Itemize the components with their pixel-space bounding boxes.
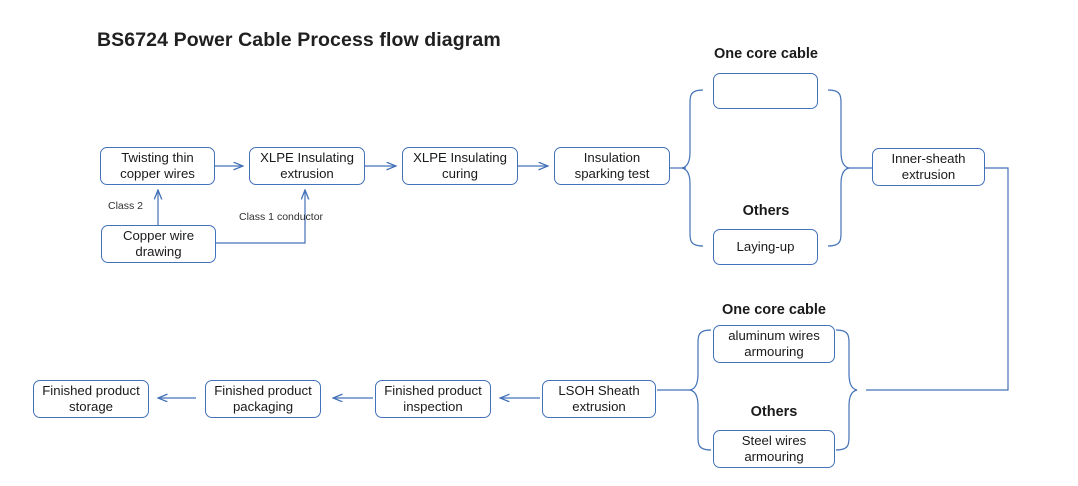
node-aluminum-wires-armouring[interactable]: aluminum wires armouring	[713, 325, 835, 363]
node-label-line2: armouring	[744, 344, 804, 359]
node-label-line2: extrusion	[280, 166, 334, 181]
edge-label-class-2: Class 2	[108, 200, 144, 212]
node-label-line2: inspection	[403, 399, 463, 414]
node-label-line1: Insulation	[583, 150, 641, 165]
node-finished-product-inspection[interactable]: Finished product inspection	[375, 380, 491, 418]
node-label-line1: Finished product	[214, 383, 312, 398]
branch-label-top-one-core-cable: One core cable	[714, 46, 818, 62]
node-label-line1: Finished product	[384, 383, 482, 398]
node-label-line1: aluminum wires	[728, 328, 820, 343]
branch-label-top-others: Others	[742, 203, 790, 219]
node-label-line1: LSOH Sheath	[558, 383, 640, 398]
node-label-line2: extrusion	[901, 167, 956, 182]
node-label-line2: drawing	[135, 244, 182, 259]
node-finished-product-storage[interactable]: Finished product storage	[33, 380, 149, 418]
node-label-line2: sparking test	[574, 166, 650, 181]
node-label-line1: Inner-sheath	[891, 151, 966, 166]
edge-label-line2: conductor	[276, 211, 324, 223]
node-label-line2: armouring	[744, 449, 804, 464]
node-steel-wires-armouring[interactable]: Steel wires armouring	[713, 430, 835, 468]
node-copper-wire-drawing[interactable]: Copper wire drawing	[101, 225, 216, 263]
node-label-line2: copper wires	[120, 166, 195, 181]
node-inner-sheath-extrusion[interactable]: Inner-sheath extrusion	[872, 148, 985, 186]
node-label-line2: storage	[69, 399, 113, 414]
node-xlpe-insulating-extrusion[interactable]: XLPE Insulating extrusion	[249, 147, 365, 185]
node-laying-up[interactable]: Laying-up	[713, 229, 818, 265]
node-one-core-cable-passthrough[interactable]	[713, 73, 818, 109]
node-finished-product-packaging[interactable]: Finished product packaging	[205, 380, 321, 418]
edge-label-line1: Class 1	[239, 211, 275, 223]
node-label-line1: Twisting thin	[121, 150, 194, 165]
node-label-line2: extrusion	[572, 399, 626, 414]
node-insulation-sparking-test[interactable]: Insulation sparking test	[554, 147, 670, 185]
branch-label-bottom-others: Others	[750, 404, 798, 420]
edge-label-class-1-conductor: Class 1 conductor	[239, 211, 323, 223]
node-label-line1: Finished product	[42, 383, 140, 398]
node-twisting-thin-copper-wires[interactable]: Twisting thin copper wires	[100, 147, 215, 185]
branch-label-bottom-one-core-cable: One core cable	[722, 302, 826, 318]
page-title: BS6724 Power Cable Process flow diagram	[97, 29, 501, 51]
node-label-line1: XLPE Insulating	[260, 150, 354, 165]
node-label-line2: curing	[442, 166, 478, 181]
node-label-line2: packaging	[232, 399, 294, 414]
node-label-line1: XLPE Insulating	[413, 150, 507, 165]
node-label: Laying-up	[736, 239, 795, 254]
node-label-line1: Copper wire	[122, 228, 195, 243]
node-xlpe-insulating-curing[interactable]: XLPE Insulating curing	[402, 147, 518, 185]
node-lsoh-sheath-extrusion[interactable]: LSOH Sheath extrusion	[542, 380, 656, 418]
node-label-line1: Steel wires	[741, 433, 807, 448]
